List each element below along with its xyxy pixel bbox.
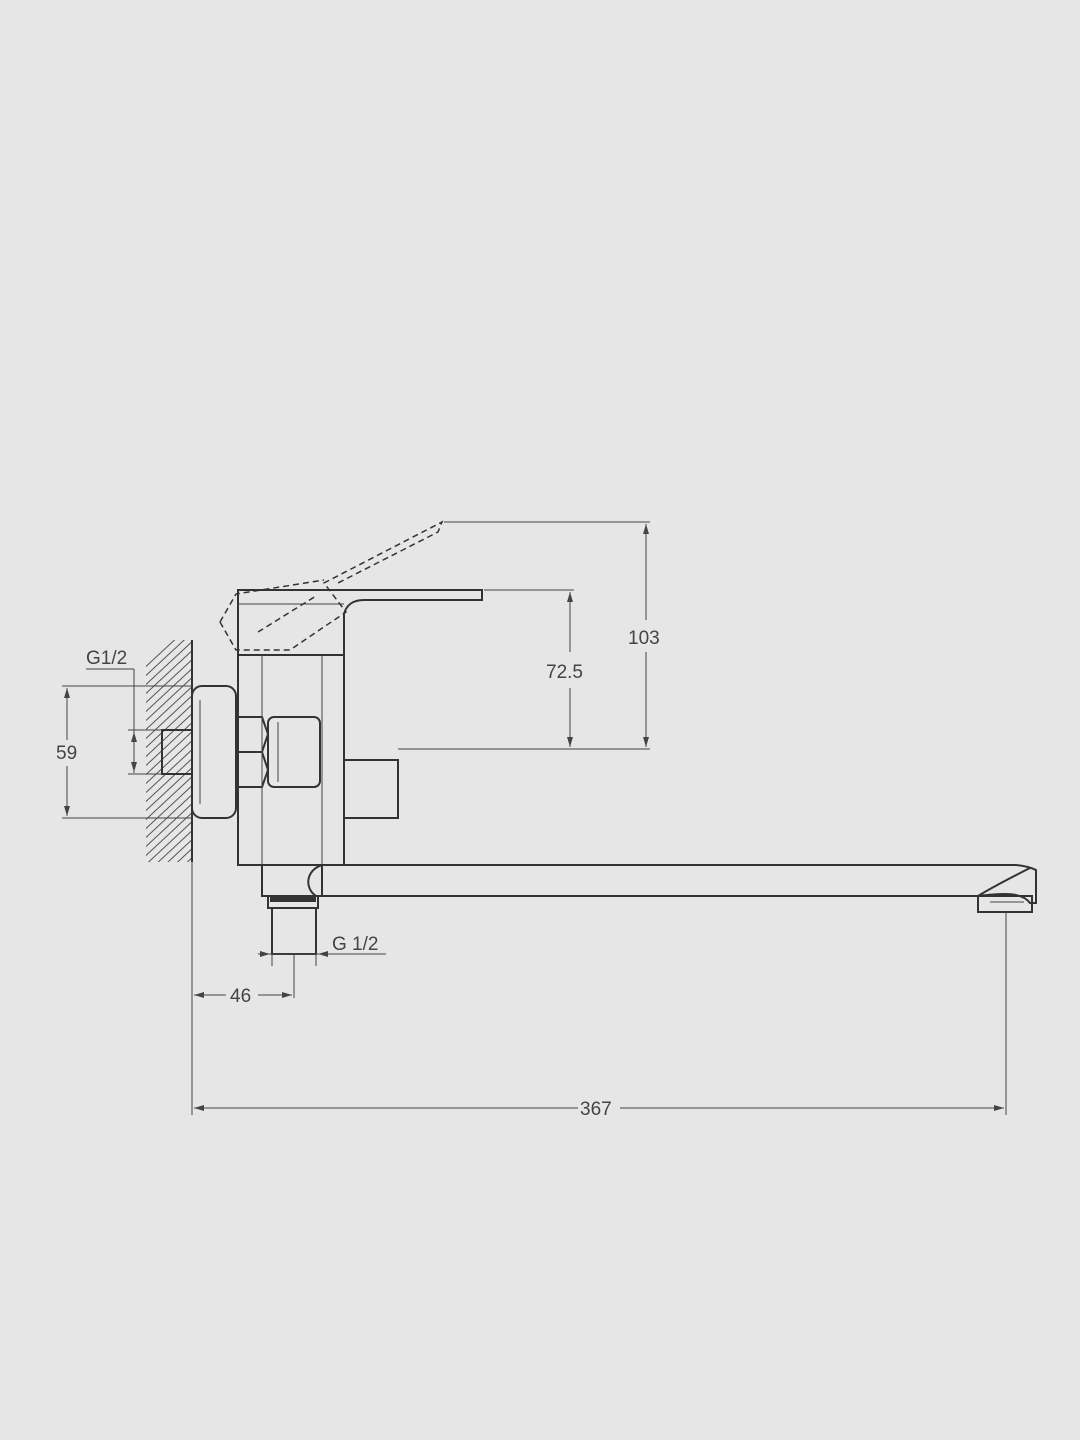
dim-103: 103	[444, 521, 660, 747]
hatch-line	[146, 803, 192, 848]
label-72-5: 72.5	[546, 662, 583, 683]
hatch-line	[146, 740, 192, 785]
hatch-line	[146, 713, 192, 758]
hatch-line	[147, 821, 192, 862]
wall-hatching	[140, 640, 196, 951]
mixer-body	[237, 654, 399, 866]
spout	[307, 864, 1037, 913]
label-g12-left: G1/2	[86, 648, 127, 669]
hatch-line	[140, 890, 196, 942]
hatch-line	[146, 776, 192, 821]
dim-59: 59	[56, 685, 192, 819]
hatch-line	[146, 794, 192, 839]
hatch-line	[176, 848, 192, 862]
hatch-line	[146, 640, 185, 677]
eccentric-connector	[161, 685, 270, 819]
dim-72-5: 72.5	[398, 589, 650, 750]
hatch-line	[146, 695, 192, 740]
dim-46: 46	[194, 954, 295, 1007]
hatch-line	[146, 767, 192, 812]
dim-g12-left: G1/2	[86, 648, 162, 775]
hatch-line	[146, 650, 192, 695]
label-46: 46	[230, 986, 251, 1007]
label-367: 367	[580, 1099, 612, 1120]
lever-raised-outline	[219, 520, 444, 651]
dim-g12-bottom: G 1/2	[258, 934, 386, 966]
hatch-line	[146, 640, 176, 668]
hatch-line	[140, 872, 196, 924]
label-103: 103	[628, 628, 660, 649]
hatch-line	[140, 863, 196, 915]
hatch-line	[146, 641, 192, 686]
hatch-line	[146, 749, 192, 794]
hatch-line	[146, 731, 192, 776]
bottom-outlet	[261, 864, 323, 955]
hatch-line	[140, 881, 196, 933]
hatch-line	[146, 704, 192, 749]
hatch-line	[146, 758, 192, 803]
hatch-line	[146, 785, 192, 830]
hatch-line	[146, 677, 192, 722]
hatch-line	[146, 668, 192, 713]
hatch-line	[146, 686, 192, 731]
hatch-line	[167, 839, 192, 862]
hatch-line	[146, 659, 192, 704]
label-59: 59	[56, 743, 77, 764]
label-g12-bottom: G 1/2	[332, 934, 378, 955]
hatch-line	[157, 830, 192, 862]
lever-handle	[237, 589, 483, 655]
dim-367: 367	[194, 912, 1007, 1120]
hatch-line	[146, 722, 192, 767]
hatch-line	[140, 899, 196, 951]
